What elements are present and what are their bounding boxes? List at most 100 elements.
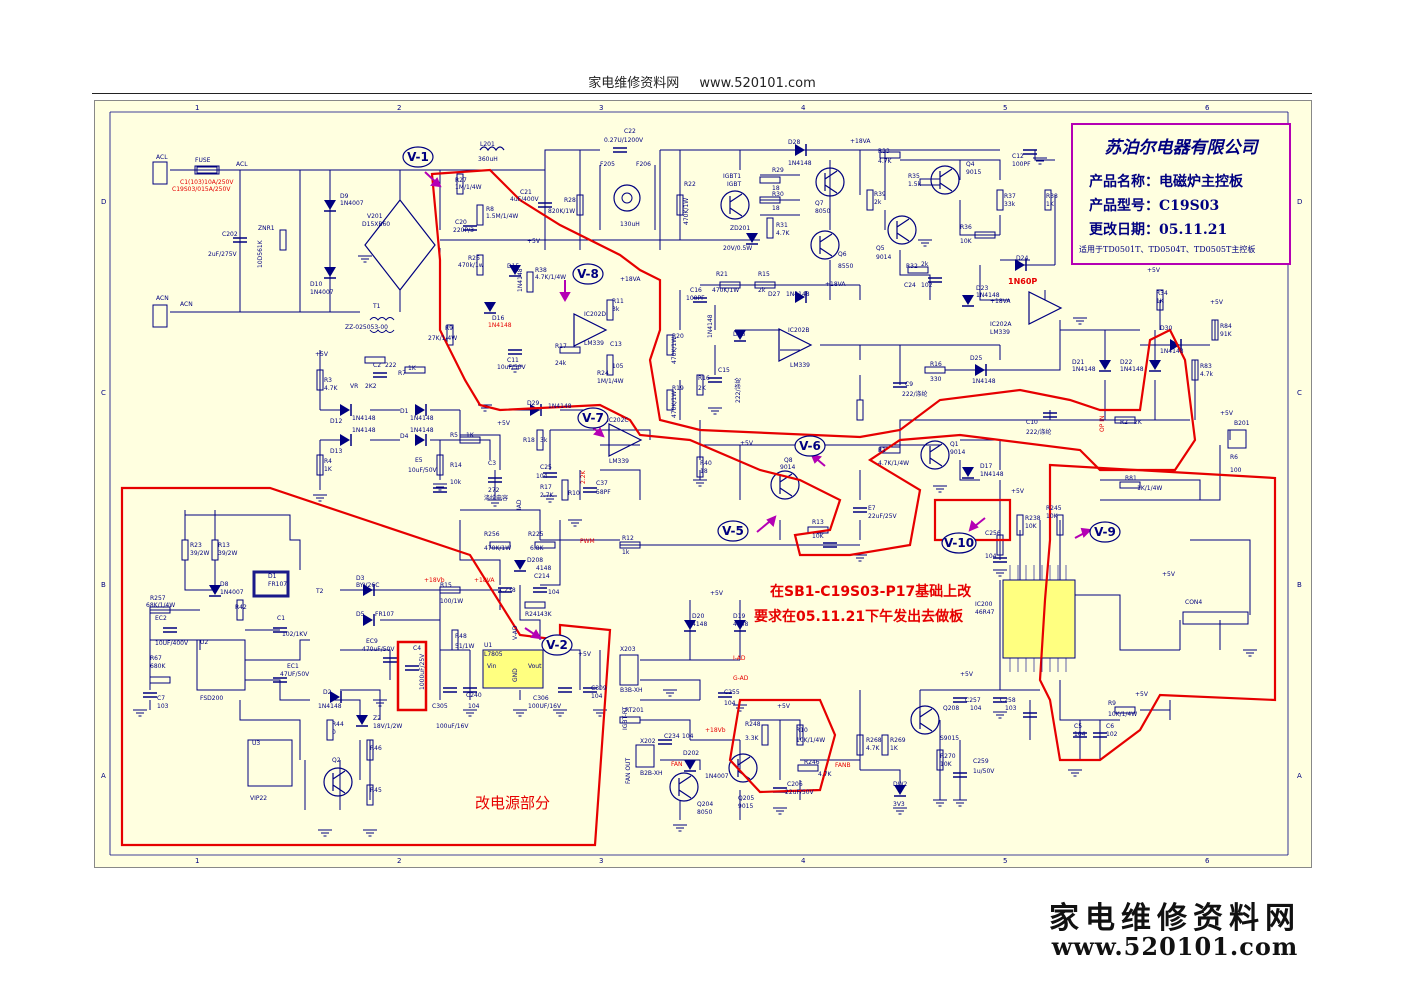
test-point-v2: V-2 (546, 638, 568, 652)
label-z2: Z2 (373, 715, 381, 722)
label-d16: D16 (492, 315, 504, 322)
label-r17b-val: 2.7K (540, 492, 555, 499)
label-r7-val: 1K (408, 365, 417, 372)
label-c9-val: 222/涤纶 (902, 390, 927, 398)
label-c240: C240 (466, 692, 482, 699)
label-c258: C258 (1000, 697, 1016, 704)
label-r36: R36 (960, 224, 972, 231)
label-r67-val: 680K (150, 663, 166, 670)
label-q1-val: 9014 (950, 449, 965, 456)
label-r20-val: 470K/1W (671, 337, 678, 364)
label-r1-val: 4.7K/1/4W (878, 460, 909, 467)
label-r246: R246 (804, 759, 820, 766)
label-d20: D20 (692, 613, 704, 620)
label-c6-val: 102 (1106, 731, 1118, 738)
label-c259-val: 1u/50V (973, 768, 995, 775)
label-c305b-val: 100uF/16V (436, 723, 469, 730)
label-d10: D10 (310, 281, 322, 288)
label-igbt2: IGBT (727, 181, 742, 188)
label-c1: C1 (277, 615, 285, 622)
label-supply-5v-12: +5V (960, 671, 974, 678)
label-r16: R16 (698, 375, 710, 382)
label-c20: C20 (455, 219, 467, 226)
label-d2: D2 (323, 689, 332, 696)
label-r20: R20 (672, 333, 684, 340)
label-fan-out: FAN OUT (625, 757, 632, 784)
label-c3-note: 涤纶电容 (484, 494, 508, 502)
label-r26-val: 470k/1w (458, 262, 484, 269)
label-ec2-val: 10UF/400V (155, 640, 189, 647)
test-point-v1: V-1 (407, 150, 429, 164)
label-r257: R257 (150, 595, 166, 602)
label-r225: R225 (528, 531, 544, 538)
label-acl-net: ACL (236, 161, 248, 168)
label-c13-val: 105 (612, 363, 624, 370)
test-point-v10: V-10 (944, 536, 974, 550)
label-d17: D17 (980, 463, 992, 470)
label-r39: R39 (874, 191, 886, 198)
label-supply-18va-4: +18VA (990, 298, 1011, 305)
label-d13-val: 1N4148 (352, 427, 376, 434)
label-d15: D15 (507, 263, 519, 270)
label-r27: R27 (455, 177, 467, 184)
label-c16-val: 100PF (686, 295, 705, 302)
label-d4-val: 1N4148 (410, 427, 434, 434)
label-r40-val: 18 (700, 468, 708, 475)
label-r22: R22 (684, 181, 696, 188)
label-q205-val: 9015 (738, 803, 753, 810)
label-d202-val: 1N4007 (705, 773, 729, 780)
label-acl: ACL (156, 154, 168, 161)
company-name: 苏泊尔电器有限公司 (1104, 138, 1258, 158)
change-deadline-note: 要求在05.11.21下午发出去做板 (754, 609, 964, 625)
label-fuse-spec1: C1(103)10A/250V (180, 179, 234, 186)
label-c257: C257 (965, 697, 981, 704)
label-c234: C234 (664, 733, 680, 740)
label-ec1-val: 47UF/50V (280, 671, 310, 678)
label-opin: OP IN (1099, 415, 1106, 432)
label-zd201-val: 20V/0.5W (723, 245, 752, 252)
label-r84: R84 (1220, 323, 1232, 330)
label-d5: D5 (356, 611, 365, 618)
label-r19-val: 470K/1W (671, 391, 678, 418)
label-ec9-val: 470uF/50V (362, 646, 395, 653)
label-d30-val: 1N4148 (1160, 348, 1184, 355)
label-c22-val: 0.27U/1200V (604, 137, 644, 144)
label-r5-val: 1K (466, 432, 475, 439)
label-r256-val: 470K/1W (484, 545, 511, 552)
label-supply-18va: +18VA (850, 138, 871, 145)
label-r35: R35 (908, 173, 920, 180)
label-zd201: ZD201 (730, 225, 750, 232)
label-ec1: EC1 (287, 663, 299, 670)
label-x202: X202 (640, 738, 656, 745)
label-r46: R46 (370, 745, 382, 752)
grid-row-d: D (101, 198, 106, 206)
label-supply-5v-6: +5V (1210, 299, 1224, 306)
title-block: 苏泊尔电器有限公司 产品名称：电磁炉主控板 产品型号：C19S03 更改日期：0… (1071, 123, 1291, 265)
label-c2: C2 (373, 362, 381, 369)
label-c37-val: 58PF (596, 489, 611, 496)
label-u2: U2 (200, 639, 208, 646)
label-r16b-val: 330 (930, 376, 942, 383)
label-c306-val: 100UF/16V (528, 703, 562, 710)
label-ic202c: IC202C (607, 417, 629, 424)
fuse-symbol (194, 165, 220, 175)
label-r3-val: 4.7K (324, 385, 339, 392)
label-c7-val: 103 (157, 703, 169, 710)
label-r10-val: 2.2K (580, 469, 587, 484)
label-ic202a: IC202A (990, 321, 1012, 328)
label-iad2: I-AD (733, 655, 746, 662)
label-d27: D27 (768, 291, 780, 298)
label-dfr: D1 (268, 573, 277, 580)
grid-col-2: 2 (397, 104, 401, 112)
label-c10: C10 (1026, 419, 1038, 426)
label-c214: C214 (534, 573, 550, 580)
label-c240-val: 104 (468, 703, 480, 710)
label-fuse: FUSE (195, 157, 211, 164)
label-r21: R21 (716, 271, 728, 278)
test-point-v8: V-8 (577, 267, 599, 281)
label-d12: D12 (330, 418, 342, 425)
component-symbols (152, 146, 656, 333)
label-x203-val: B3B-XH (620, 687, 643, 694)
diodes (208, 143, 1182, 797)
label-q8-val: 9014 (780, 464, 795, 471)
